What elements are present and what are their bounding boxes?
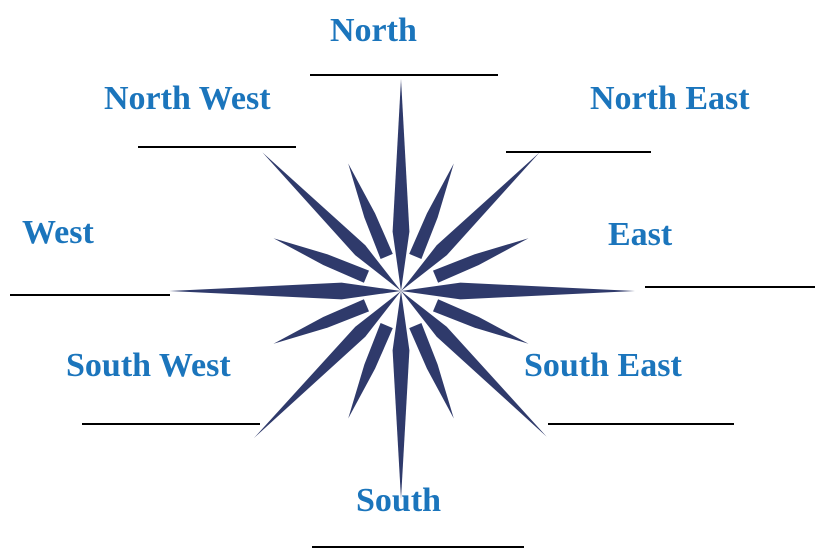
answer-line-north-east xyxy=(506,151,651,153)
answer-line-west xyxy=(10,294,170,296)
label-north-east: North East xyxy=(590,82,750,116)
label-east: East xyxy=(608,218,672,252)
west-arm xyxy=(169,283,401,300)
answer-line-south xyxy=(312,546,524,548)
answer-line-south-east xyxy=(548,423,734,425)
label-south-west: South West xyxy=(66,349,231,383)
south-arm xyxy=(393,291,410,499)
answer-line-north-west xyxy=(138,146,296,148)
label-west: West xyxy=(22,216,94,250)
label-south: South xyxy=(356,484,441,518)
label-north-west: North West xyxy=(104,82,271,116)
label-south-east: South East xyxy=(524,349,682,383)
answer-line-east xyxy=(645,286,815,288)
north-arm xyxy=(393,79,410,291)
answer-line-north xyxy=(310,74,498,76)
answer-line-south-west xyxy=(82,423,260,425)
north-west-arm xyxy=(262,152,401,291)
east-arm xyxy=(401,283,635,300)
label-north: North xyxy=(330,14,417,48)
south-west-arm xyxy=(254,291,401,438)
north-east-arm xyxy=(401,152,540,291)
